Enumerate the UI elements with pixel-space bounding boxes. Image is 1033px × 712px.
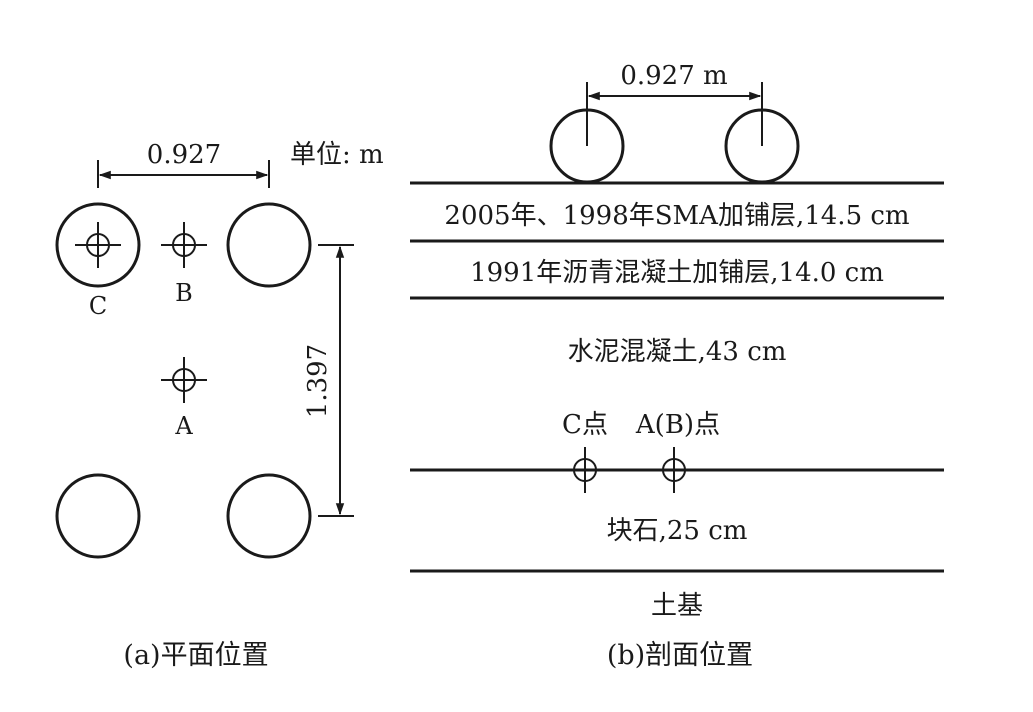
section-point-ab-label: A(B)点: [635, 410, 720, 440]
plan-dim-horizontal-label: 0.927: [147, 140, 221, 170]
plan-dim-horizontal: [97, 160, 270, 188]
section-point-ab-marker: [662, 447, 686, 493]
section-dim-top-label: 0.927 m: [620, 61, 727, 91]
wheel-top-left: [55, 202, 141, 288]
wheel-bottom-right: [226, 473, 312, 559]
point-a-label: A: [174, 412, 193, 440]
point-b-label: B: [175, 279, 193, 307]
wheel-top-right: [226, 202, 312, 288]
plan-view: [55, 160, 354, 559]
point-c-marker: [75, 222, 121, 268]
point-a-marker: [161, 357, 207, 403]
unit-label: 单位: m: [290, 140, 384, 170]
layer-label-rubble: 块石,25 cm: [607, 516, 748, 546]
layer-label-asphalt: 1991年沥青混凝土加铺层,14.0 cm: [470, 258, 884, 288]
plan-caption: (a)平面位置: [123, 640, 268, 671]
plan-dim-vertical: [318, 244, 354, 517]
section-view: [410, 82, 944, 573]
section-point-c-marker: [573, 447, 597, 493]
section-point-c-label: C点: [562, 410, 608, 440]
layer-label-sma: 2005年、1998年SMA加铺层,14.5 cm: [444, 201, 909, 231]
wheel-bottom-left: [55, 473, 141, 559]
section-labels: 0.927 m 2005年、1998年SMA加铺层,14.5 cm 1991年沥…: [444, 61, 909, 671]
plan-dim-vertical-label: 1.397: [303, 344, 333, 418]
point-b-marker: [161, 222, 207, 268]
section-caption: (b)剖面位置: [607, 640, 753, 671]
point-c-label: C: [89, 292, 107, 320]
layer-label-concrete: 水泥混凝土,43 cm: [568, 337, 787, 367]
layer-label-subgrade: 土基: [651, 591, 703, 621]
plan-labels: 0.927 单位: m 1.397 C B A (a)平面位置: [89, 140, 384, 671]
